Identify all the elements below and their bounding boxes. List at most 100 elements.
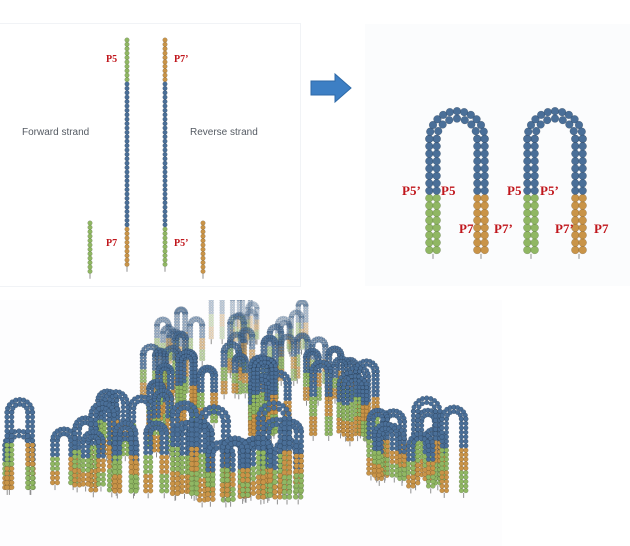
strand-bead	[124, 253, 130, 259]
bridge-bead	[432, 216, 441, 225]
bridge-bead	[239, 310, 243, 314]
bridge-bead	[111, 416, 117, 423]
bridge-bead	[336, 429, 341, 434]
bridge-bead	[219, 318, 223, 322]
bridge-bead	[349, 413, 355, 419]
bridge-bead	[159, 336, 164, 341]
bridge-bead	[286, 343, 290, 347]
bridge-bead	[54, 447, 61, 453]
bridge-bead	[234, 372, 239, 377]
bridge-bead	[287, 392, 292, 398]
bridge-bead	[473, 238, 482, 247]
bridge-bead	[246, 316, 250, 320]
bridge-bead	[260, 344, 265, 349]
bridge-bead	[208, 308, 212, 312]
bridge-bead	[252, 321, 257, 325]
bridge-bead	[360, 432, 366, 437]
strand-bead	[124, 134, 130, 140]
bridge-bead	[476, 120, 486, 130]
bridge-bead	[289, 325, 293, 329]
bridge-bead	[371, 468, 378, 474]
bridge-diagram: P5’ P5 P7 P7’ P5 P5’ P7’ P7	[365, 24, 630, 286]
bridge-bead	[428, 120, 438, 130]
bridge-bead	[294, 309, 299, 313]
strand-bead	[162, 50, 168, 56]
bridge-bead	[156, 413, 162, 419]
bridge1-p7prime-label: P7’	[494, 221, 513, 236]
bridge-bead	[156, 409, 162, 415]
bridge-bead	[165, 337, 169, 342]
bridge-bead	[401, 471, 407, 477]
strand-bead	[124, 200, 130, 206]
bridge-bead	[151, 363, 156, 368]
strand-bead	[162, 209, 168, 215]
bridge-bead	[254, 309, 258, 313]
bridge-bead	[280, 347, 285, 351]
strand-bead	[162, 147, 168, 153]
bridge-bead	[349, 417, 355, 423]
bridge-bead	[247, 314, 251, 318]
bridge-bead	[280, 330, 285, 335]
bridge-bead	[472, 115, 481, 124]
bridge-bead	[220, 366, 225, 371]
bridge-bead	[248, 355, 253, 359]
bridge-bead	[181, 325, 186, 330]
bridge-bead	[252, 326, 257, 330]
bridge-bead	[219, 326, 223, 330]
strand-bead	[124, 129, 130, 135]
bridge-bead	[245, 314, 249, 318]
bridge-bead	[247, 321, 251, 325]
bridge1-p5-label: P5	[441, 183, 456, 198]
bridge-bead	[16, 433, 22, 439]
bridge-bead	[158, 374, 164, 379]
bridge-bead	[312, 376, 318, 382]
bridge-bead	[302, 306, 307, 310]
bridge-bead	[263, 344, 268, 349]
bridge-bead	[360, 420, 366, 426]
bridge-bead	[321, 356, 326, 360]
bridge-bead	[80, 481, 86, 487]
bridge-bead	[255, 336, 259, 340]
bridge-bead	[364, 393, 370, 398]
bridge-bead	[480, 201, 489, 210]
bridge-bead	[360, 393, 366, 398]
bridge-bead	[248, 311, 252, 315]
bridge-bead	[120, 400, 126, 406]
bridge-bead	[298, 320, 302, 324]
bridge-bead	[250, 300, 254, 302]
bridge-bead	[530, 193, 539, 203]
strand-bead	[124, 226, 130, 232]
bridge-bead	[317, 376, 322, 381]
bridge-bead	[189, 343, 194, 347]
bridge-bead	[328, 431, 333, 437]
bridge-bead	[277, 320, 282, 324]
bridge-bead	[571, 238, 580, 247]
bridge-bead	[308, 396, 314, 402]
strand-bead	[162, 231, 168, 237]
bridge-bead	[317, 382, 322, 388]
strand-bead	[124, 59, 130, 65]
bridge-bead	[287, 325, 291, 329]
bridge-bead	[558, 107, 567, 117]
bridge-bead	[256, 324, 260, 328]
bridge-bead	[336, 417, 341, 422]
bridge-bead	[251, 378, 257, 384]
bridge-bead	[223, 363, 228, 368]
bridge-bead	[124, 408, 130, 414]
bridge-bead	[184, 311, 189, 316]
bridge-bead	[254, 302, 258, 306]
bridge-bead	[312, 388, 318, 394]
bridge-bead	[425, 149, 434, 158]
bridge-bead	[247, 302, 251, 306]
bridge-bead	[254, 314, 258, 318]
bridge-bead	[242, 300, 246, 302]
bridge-bead	[366, 439, 372, 445]
bridge-bead	[467, 120, 476, 129]
bridge-bead	[199, 340, 203, 345]
bridge-bead	[254, 310, 258, 314]
bridge-bead	[255, 331, 259, 335]
bridge-bead	[256, 316, 260, 320]
bridge-bead	[185, 343, 190, 348]
bridge-bead	[308, 408, 314, 413]
bridge2-p5prime-label: P5’	[540, 183, 559, 198]
